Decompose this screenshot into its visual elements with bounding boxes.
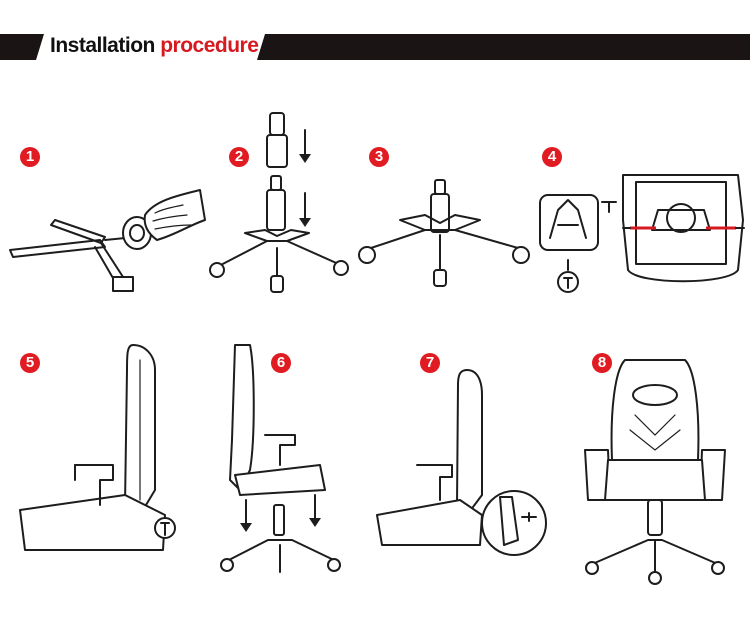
step-badge-1: 1 xyxy=(20,147,40,167)
step-5-illustration xyxy=(15,340,185,560)
title-word-procedure: procedure xyxy=(160,34,258,57)
title-word-installation: Installation xyxy=(50,34,155,57)
step-8-illustration xyxy=(580,350,730,590)
step-2-illustration xyxy=(205,108,355,298)
step-3-illustration xyxy=(355,175,535,295)
step-7-illustration xyxy=(372,345,552,560)
step-4-illustration xyxy=(538,170,750,298)
step-1-illustration xyxy=(5,185,210,295)
page-title: Installation procedure xyxy=(50,33,258,59)
step-6-illustration xyxy=(210,340,350,580)
step-badge-4: 4 xyxy=(542,147,562,167)
step-badge-3: 3 xyxy=(369,147,389,167)
